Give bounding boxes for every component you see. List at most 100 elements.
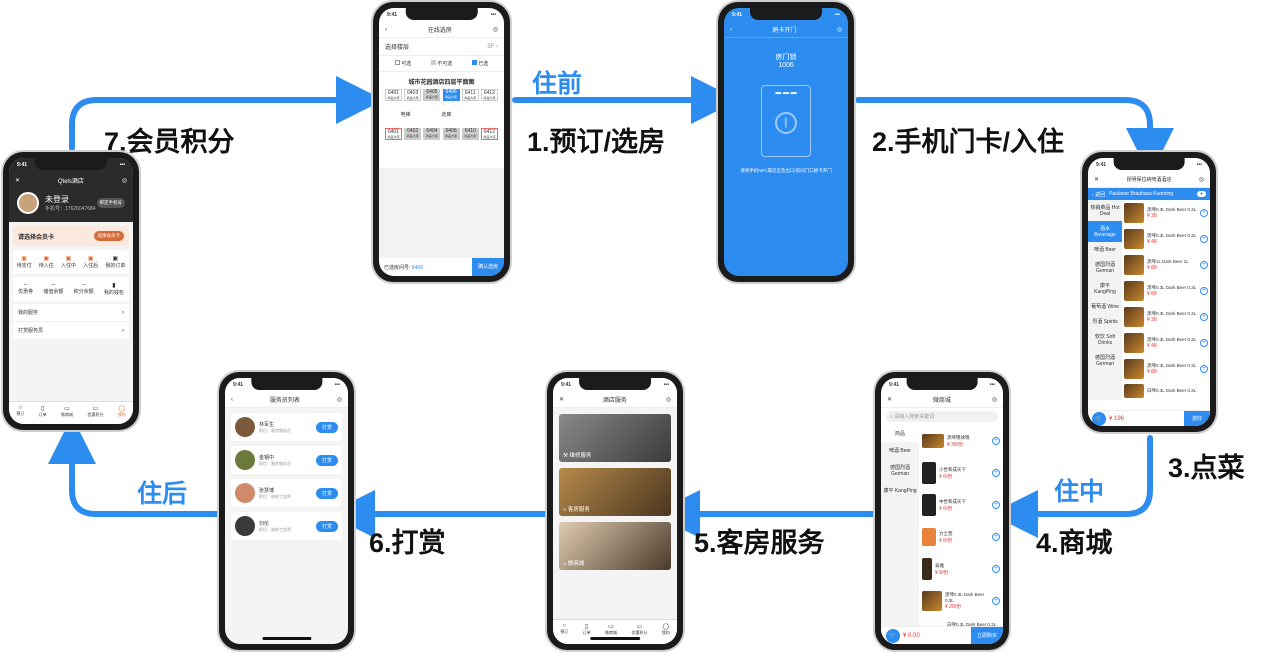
asset-item[interactable]: --优惠券 [18,282,34,295]
phone-member: 9:41••• ✕Qtels酒店◎ 未登录 手机号：17626047684 绑定… [3,152,139,430]
arrow-menu-to-mall [990,435,1153,538]
cart-icon[interactable]: 🛒 [886,628,900,643]
tab-item[interactable]: ▭优惠积分 [631,624,648,635]
search-input[interactable]: ⌕ 请输入搜索关键词 [886,411,998,422]
tip-button[interactable]: 打赏 [315,487,338,499]
staff-title: 服务员列表 [269,398,300,404]
list-item[interactable]: 黑啤0.3L Dark Beer 0.3L¥ 38+ [1122,200,1210,226]
cart-total: ¥ 0.00 [903,632,920,639]
tip-button[interactable]: 打赏 [315,520,338,532]
list-item[interactable]: 黑啤0.3L Dark Beer 0.3L¥ 38+ [1122,304,1210,330]
list-item[interactable]: 黑啤0.3L Dark Beer 0.3L¥ 48+ [1122,226,1210,252]
tip-button[interactable]: 打赏 [315,421,338,433]
cart-icon[interactable]: 🛒 [1092,411,1106,426]
list-item[interactable]: 黑啤1L Dark Beer 1L¥ 88+ [1122,252,1210,278]
lock-label: 房门锁 [775,54,797,61]
phone-mall: 9:41••• ✕微商城◎ ⌕ 请输入搜索关键词 商品 啤酒 Beer 德国烈酒… [875,372,1009,650]
list-item[interactable]: 黑啤0.3L Dark Beer 0.3L¥ 20/份+ [919,585,1003,617]
order-item[interactable]: ▣入住后 [83,256,99,269]
tab-item[interactable]: ○预订 [560,623,569,634]
category-item[interactable]: 软饮 Soft Drinks [1094,334,1116,346]
category-item[interactable]: 商品 [881,425,919,442]
confirm-room-button[interactable]: 确认选房 [471,258,504,276]
step-label-2: 2.手机门卡/入住 [872,127,1065,157]
category-item[interactable]: 热销菜品 Hot Deal [1090,205,1120,217]
tab-item[interactable]: ▯订单 [38,406,47,417]
member-phone: 手机号：17626047684 [45,206,96,212]
order-item[interactable]: ▣待支付 [16,256,32,269]
order-item[interactable]: ▣我的订单 [105,256,126,269]
order-item[interactable]: ▣待入住 [38,256,54,269]
category-item[interactable]: 德国烈酒 German [1094,262,1115,274]
nfc-card[interactable]: ▬ ▬ ▬ ❘ [761,85,811,157]
menu-tip-staff[interactable]: 打赏服务员› [18,327,124,335]
list-item[interactable]: 黑啤0.3L Dark Beer 0.3L¥ 48+ [1122,330,1210,356]
category-item[interactable]: 酒水 Beverage [1088,221,1122,242]
back-button[interactable]: ‹ 返回 [1092,191,1106,198]
category-item[interactable]: 葡萄酒 Wine [1091,304,1119,310]
tab-item[interactable]: ○预订 [16,405,25,416]
service-card-housekeeping[interactable]: ⌂ 客房服务 [559,468,671,516]
tab-item[interactable]: ▭微商城 [604,624,617,635]
cart-total: ¥ 196 [1109,415,1125,422]
avatar [235,417,255,437]
asset-item[interactable]: --积分余额 [73,282,94,295]
nfc-hint: 请将手机NFC靠近应急出口/房间门口刷卡开门 [740,168,832,173]
list-item: 张慧博职位：维修工程师 打赏 [231,479,342,507]
bind-phone-button[interactable]: 绑定手机号 [96,198,125,208]
avatar [235,483,255,503]
list-item[interactable]: 小世和成天下¥ 6/份+ [919,457,1003,489]
service-card-mall[interactable]: ⌂ 微商城 [559,522,671,570]
step-label-6: 6.打赏 [369,528,446,558]
arrow-doorcard-to-menu [855,97,1174,176]
list-item[interactable]: 白啤0.3L Dark Beer 0.3L [1122,382,1210,400]
asset-item[interactable]: ▮我的钱包 [103,283,124,296]
tab-item[interactable]: ◯我的 [661,624,670,635]
menu-my-services[interactable]: 我的服务› [13,304,129,322]
tab-item[interactable]: ◯我的 [117,406,126,417]
asset-item[interactable]: --储值余额 [43,282,64,295]
category-item[interactable]: 烈酒 Spirits [1092,319,1118,325]
member-user: 未登录 [45,195,69,204]
list-item: 林军生职位：客房服务员 打赏 [231,413,342,441]
list-item[interactable]: 泰雅¥ 8/份+ [919,553,1003,585]
tab-item[interactable]: ▭微商城 [60,406,73,417]
category-item[interactable]: 德国烈酒 German [889,465,910,477]
category-item[interactable]: 德国烈酒 German [1094,355,1115,367]
list-item[interactable]: 黑啤锦球锦¥ 38/份+ [919,425,1003,457]
submit-order-button[interactable]: 选好 [1183,410,1210,426]
buy-now-button[interactable]: 立即购买 [970,626,1003,644]
list-item[interactable]: 黑啤0.3L Dark Beer 0.3L¥ 88+ [1122,278,1210,304]
tip-button[interactable]: 打赏 [315,454,338,466]
list-item[interactable]: 力士营¥ 8/份+ [919,521,1003,553]
booking-title: 在线选房 [427,28,452,34]
list-item[interactable]: 黑啤0.3L Dark Beer 0.3L¥ 88+ [1122,356,1210,382]
list-item[interactable]: 白啤0.3L Dark Beer 0.3L [947,622,997,627]
step-label-3: 3.点菜 [1168,453,1245,483]
category-item[interactable]: 康平 KangPing [1094,283,1116,295]
order-item[interactable]: ▣入住中 [60,256,76,269]
tab-item[interactable]: ▯订单 [582,624,591,635]
category-item[interactable]: 啤酒 Beer [1094,247,1116,253]
list-item[interactable]: 中世和成天下¥ 6/份+ [919,489,1003,521]
service-card-repair[interactable]: ⚒ 维修服务 [559,414,671,462]
category-item[interactable]: 康平 KangPing [883,488,917,494]
category-item[interactable]: 啤酒 Beer [889,448,911,454]
list-item: 刘伦职位：维修工程师 打赏 [231,512,342,540]
select-card-button[interactable]: 选择会员卡 [93,231,124,241]
tab-item[interactable]: ▭优惠积分 [87,406,104,417]
phase-before: 住前 [532,70,583,98]
